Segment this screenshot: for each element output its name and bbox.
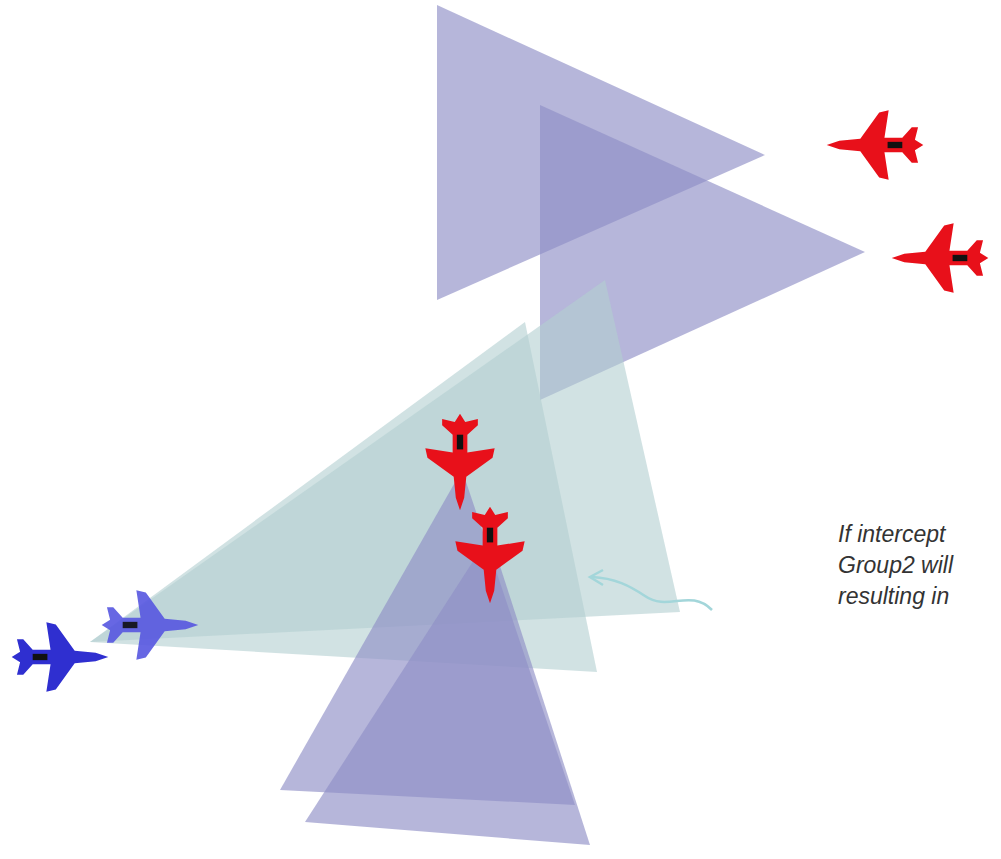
pointer-line: [592, 577, 712, 610]
note-text: Group2 will: [838, 550, 953, 581]
note-text: If intercept: [838, 519, 945, 550]
blue-aircraft: [12, 590, 199, 691]
red-aircraft: [425, 110, 988, 603]
note-text: resulting in: [838, 581, 949, 612]
pointer-head: [590, 570, 603, 585]
sensor-cone: [90, 280, 680, 642]
sensor-cone: [305, 535, 590, 845]
